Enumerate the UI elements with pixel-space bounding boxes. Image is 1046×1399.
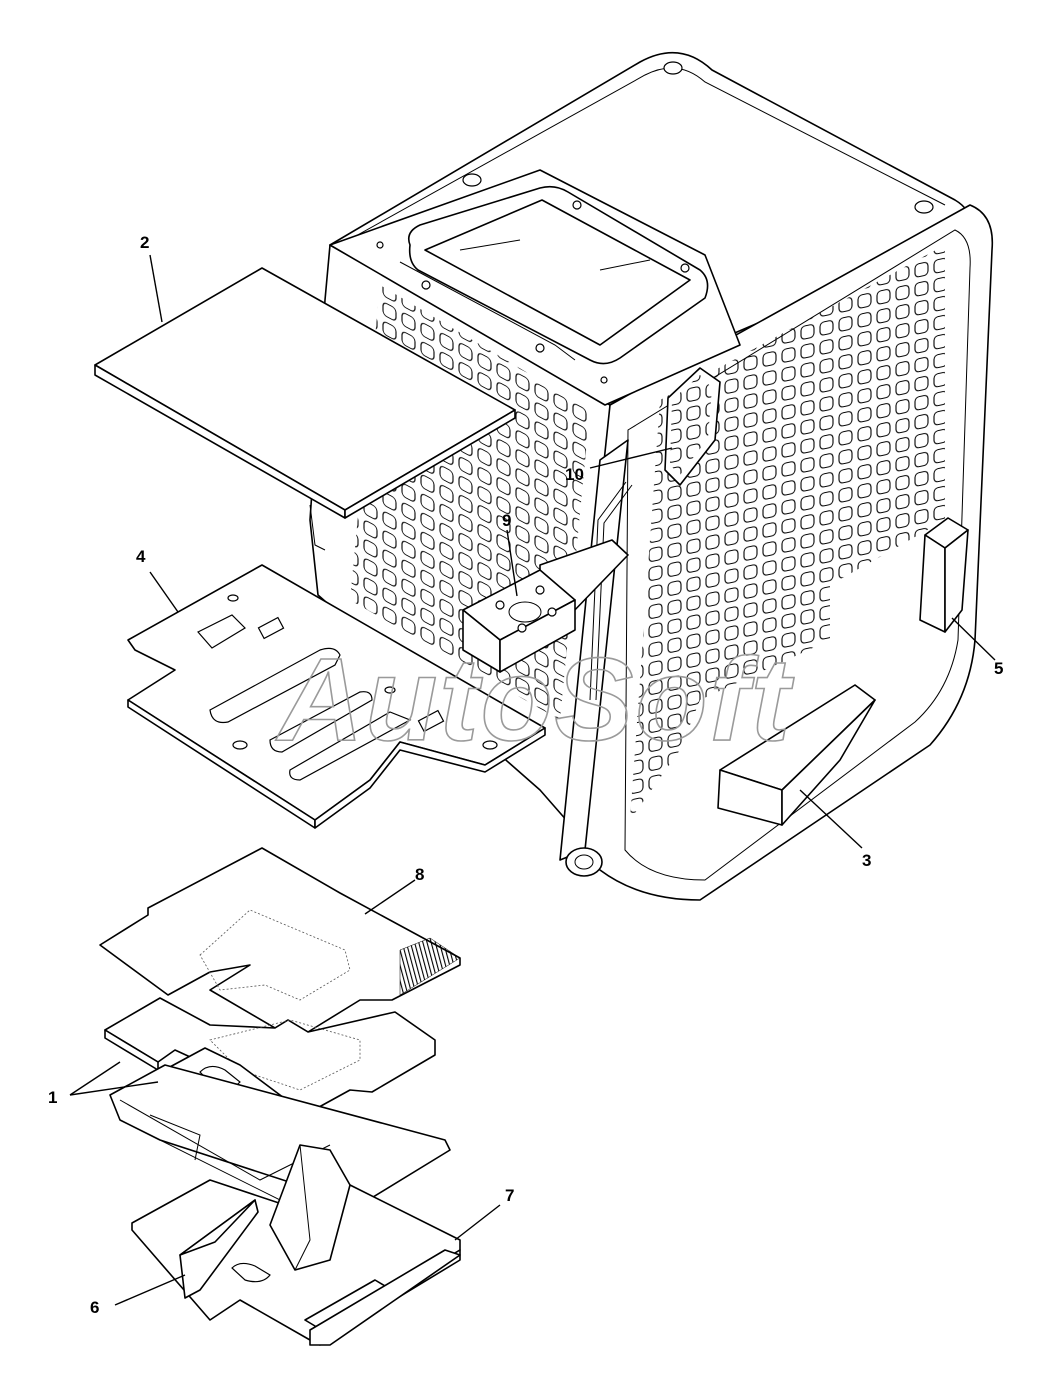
callout-4: 4 <box>136 547 146 566</box>
part-10-side-panel <box>664 367 721 486</box>
part-3-block <box>717 684 876 826</box>
callout-labels: 2 4 9 10 5 3 8 1 7 6 <box>48 233 1003 1317</box>
part-8-floor-mat <box>99 847 461 1033</box>
callout-7: 7 <box>505 1186 514 1205</box>
part-4-floor-plate <box>127 564 546 829</box>
callout-2: 2 <box>140 233 149 252</box>
part-2-roof-panel <box>94 267 516 519</box>
leader-lines <box>69 254 996 1306</box>
callout-1: 1 <box>48 1088 57 1107</box>
callout-10: 10 <box>565 465 584 484</box>
callout-6: 6 <box>90 1298 99 1317</box>
callout-8: 8 <box>415 865 424 884</box>
part-6-wedge <box>179 1199 259 1299</box>
callout-3: 3 <box>862 851 871 870</box>
callout-9: 9 <box>502 511 511 530</box>
roof-hatch <box>329 169 741 406</box>
callout-5: 5 <box>994 659 1003 678</box>
part-5-block <box>919 517 969 633</box>
part-1-floor-layers <box>104 997 451 1206</box>
watermark-text: AutoSoft <box>275 634 795 766</box>
part-7-base-plate <box>131 1144 461 1346</box>
part-9-mount-block <box>462 539 629 673</box>
